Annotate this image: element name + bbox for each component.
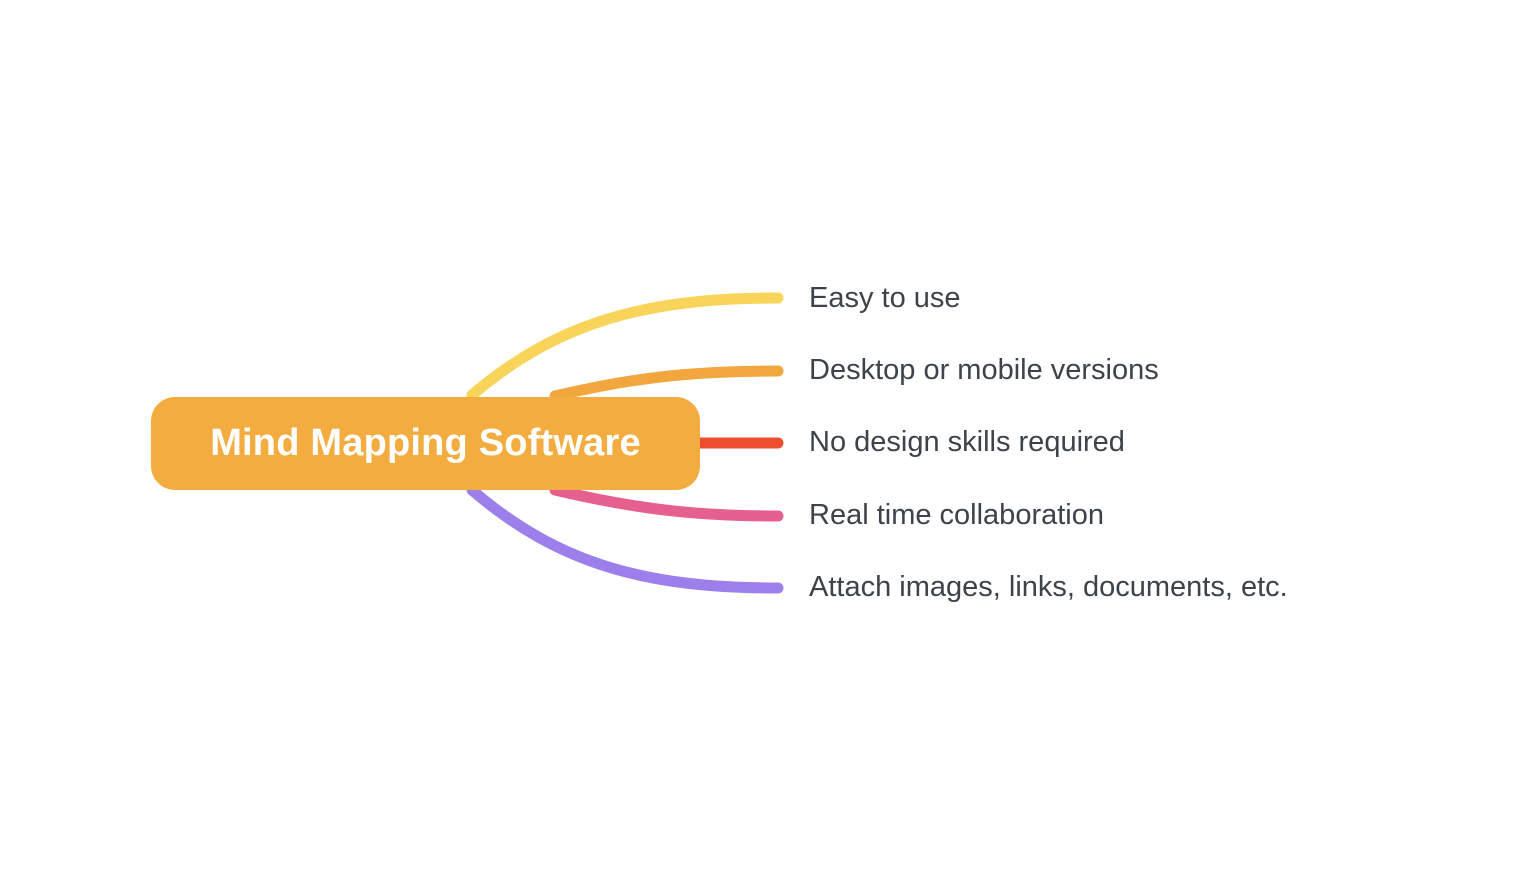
connector-easy-to-use: [466, 292, 784, 401]
connector-real-time-collab: [549, 484, 784, 522]
branch-topic-attach-images[interactable]: Attach images, links, documents, etc.: [809, 571, 1288, 603]
connector-desktop-mobile: [549, 365, 784, 402]
branch-topic-no-design-skills[interactable]: No design skills required: [809, 426, 1125, 458]
central-topic-node[interactable]: Mind Mapping Software: [151, 397, 700, 490]
branch-topic-real-time-collab[interactable]: Real time collaboration: [809, 499, 1104, 531]
central-topic-label: Mind Mapping Software: [210, 422, 641, 464]
branch-topic-desktop-mobile[interactable]: Desktop or mobile versions: [809, 354, 1159, 386]
connector-attach-images: [466, 484, 784, 594]
branch-topic-easy-to-use[interactable]: Easy to use: [809, 282, 961, 314]
